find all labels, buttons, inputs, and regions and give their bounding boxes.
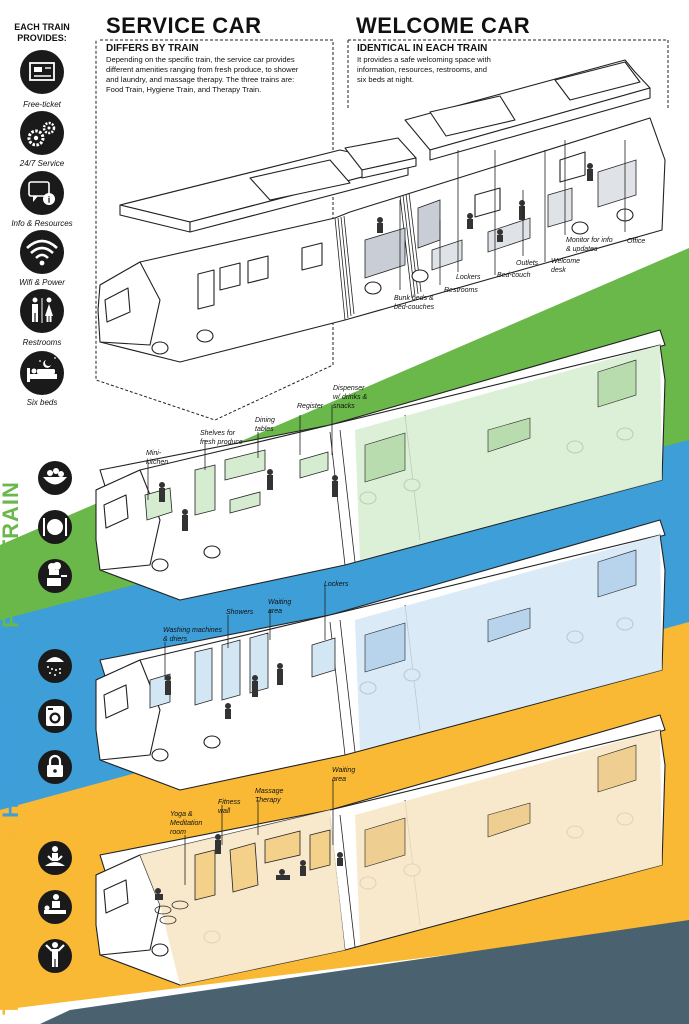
callout-monitor-1: Monitor for info	[566, 237, 613, 244]
food-callout-dispenser-1: Dispenser	[333, 385, 365, 392]
info-icon	[20, 171, 64, 215]
callout-bunk-beds-2: bed-couches	[394, 304, 435, 311]
hygiene-callout-washing-2: & driers	[163, 636, 188, 643]
food-callout-register: Register	[297, 403, 324, 410]
therapy-callout-fitness-2: wall	[218, 808, 231, 815]
service-desc-line4: Food Train, Hygiene Train, and Therapy T…	[106, 85, 261, 94]
hygiene-callout-washing-1: Washing machines	[163, 627, 223, 634]
sidebar-label-beds: Six beds	[27, 398, 58, 407]
welcome-desc-line3: six beds at night.	[357, 75, 414, 84]
food-train-diagram	[95, 329, 666, 601]
shower-icon	[38, 649, 72, 683]
hygiene-train-label: HYGIENE TRAIN	[0, 633, 23, 818]
slate-band	[40, 920, 689, 1024]
therapy-train-label: THERAPY TRAIN	[0, 824, 23, 1015]
sidebar-label-info: Info & Resources	[11, 219, 72, 228]
chef-icon	[38, 559, 72, 593]
therapy-callout-massage-2: Therapy	[255, 797, 281, 804]
callout-welcome-desk-1: Welcome	[551, 258, 580, 265]
food-callout-kitchen-1: Mini-	[146, 450, 162, 457]
food-callout-dispenser-2: w/ drinks &	[333, 394, 368, 401]
callout-bed-couch: Bed-couch	[497, 272, 531, 279]
exploded-top-train	[97, 59, 666, 363]
svg-text:i: i	[48, 195, 51, 205]
welcome-car-heading: WELCOME CAR	[356, 13, 530, 38]
food-callout-dining-1: Dining	[255, 417, 275, 424]
food-callout-kitchen-2: kitchen	[146, 459, 168, 466]
service-desc-line2: different amenities ranging from fresh p…	[106, 65, 299, 74]
sidebar-label-ticket: Free-ticket	[23, 100, 62, 109]
hygiene-callout-lockers: Lockers	[324, 581, 349, 588]
hygiene-callout-showers: Showers	[226, 609, 254, 616]
callout-outlets: Outlets	[516, 260, 539, 267]
hygiene-callout-waiting-1: Waiting	[268, 599, 291, 606]
service-desc-line1: Depending on the specific train, the ser…	[106, 55, 295, 64]
food-callout-dispenser-3: snacks	[333, 403, 355, 410]
sidebar: EACH TRAIN PROVIDES: Free-ticket 24/7 Se…	[11, 22, 72, 407]
welcome-car-subheading: IDENTICAL IN EACH TRAIN	[357, 43, 487, 54]
therapy-callout-fitness-1: Fitness	[218, 799, 241, 806]
callout-restrooms: Restrooms	[444, 287, 478, 294]
hygiene-train-diagram	[95, 519, 666, 791]
therapy-train-diagram	[95, 714, 666, 986]
service-desc-line3: and laundry, and massage therapy. The th…	[106, 75, 294, 84]
hygiene-callout-waiting-2: area	[268, 608, 282, 615]
food-callout-shelves-2: fresh produce	[200, 439, 243, 446]
sidebar-title-line2: PROVIDES:	[17, 33, 67, 43]
food-callout-shelves-1: Shelves for	[200, 430, 236, 437]
food-callout-dining-2: tables	[255, 426, 274, 433]
callout-bunk-beds-1: Bunk beds &	[394, 295, 434, 302]
callout-welcome-desk-2: desk	[551, 267, 566, 274]
welcome-desc-line1: It provides a safe welcoming space with	[357, 55, 491, 64]
sidebar-title-line1: EACH TRAIN	[14, 22, 70, 32]
therapy-callout-yoga-2: Meditation	[170, 820, 202, 827]
therapy-callout-massage-1: Massage	[255, 788, 284, 795]
therapy-callout-yoga-3: room	[170, 829, 186, 836]
gears-icon	[20, 111, 64, 155]
sidebar-label-wifi: Wifi & Power	[19, 278, 65, 287]
service-car-subheading: DIFFERS BY TRAIN	[106, 43, 199, 54]
sidebar-label-service: 24/7 Service	[19, 159, 65, 168]
therapy-callout-waiting-2: area	[332, 776, 346, 783]
therapy-callout-waiting-1: Waiting	[332, 767, 355, 774]
therapy-callout-yoga-1: Yoga &	[170, 811, 193, 818]
callout-monitor-2: & updates	[566, 246, 598, 253]
callout-lockers: Lockers	[456, 274, 481, 281]
sidebar-label-restrooms: Restrooms	[23, 338, 62, 347]
wifi-icon	[20, 230, 64, 274]
welcome-desc-line2: information, resources, restrooms, and	[357, 65, 487, 74]
callout-office: Office	[627, 238, 645, 245]
food-train-label: FOOD TRAIN	[0, 481, 23, 628]
service-car-heading: SERVICE CAR	[106, 13, 261, 38]
